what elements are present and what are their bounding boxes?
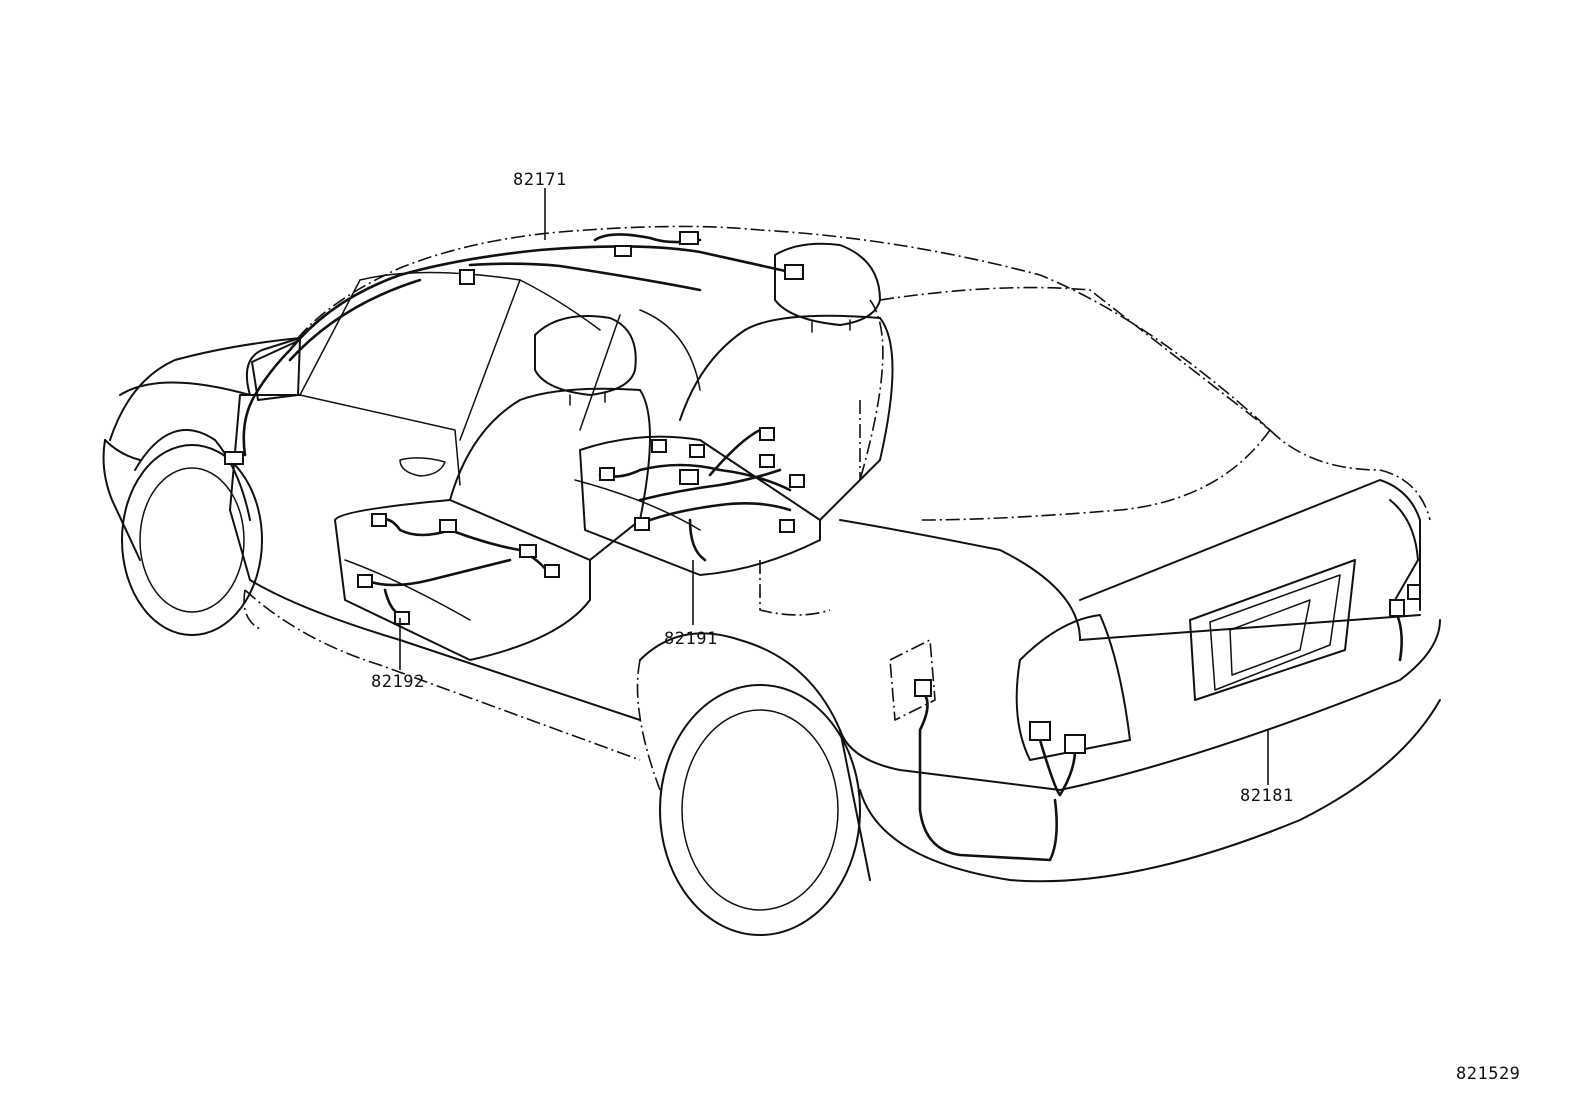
rear-harness-82181 (914, 584, 1421, 862)
callout-82191: 82191 (664, 629, 718, 649)
front-wheel (121, 444, 263, 636)
callout-82192: 82192 (371, 672, 425, 692)
right-seat-harness-82191 (598, 427, 805, 562)
left-seat-harness-82192 (357, 513, 560, 625)
rear-wheel (659, 684, 861, 936)
leader-lines (399, 188, 1269, 785)
car-body (102, 225, 1441, 883)
callout-82181: 82181 (1240, 786, 1294, 806)
callout-82171: 82171 (513, 170, 567, 190)
figure-id: 821529 (1456, 1064, 1520, 1084)
roof-harness-82171 (224, 231, 804, 465)
right-front-seat (574, 242, 894, 576)
